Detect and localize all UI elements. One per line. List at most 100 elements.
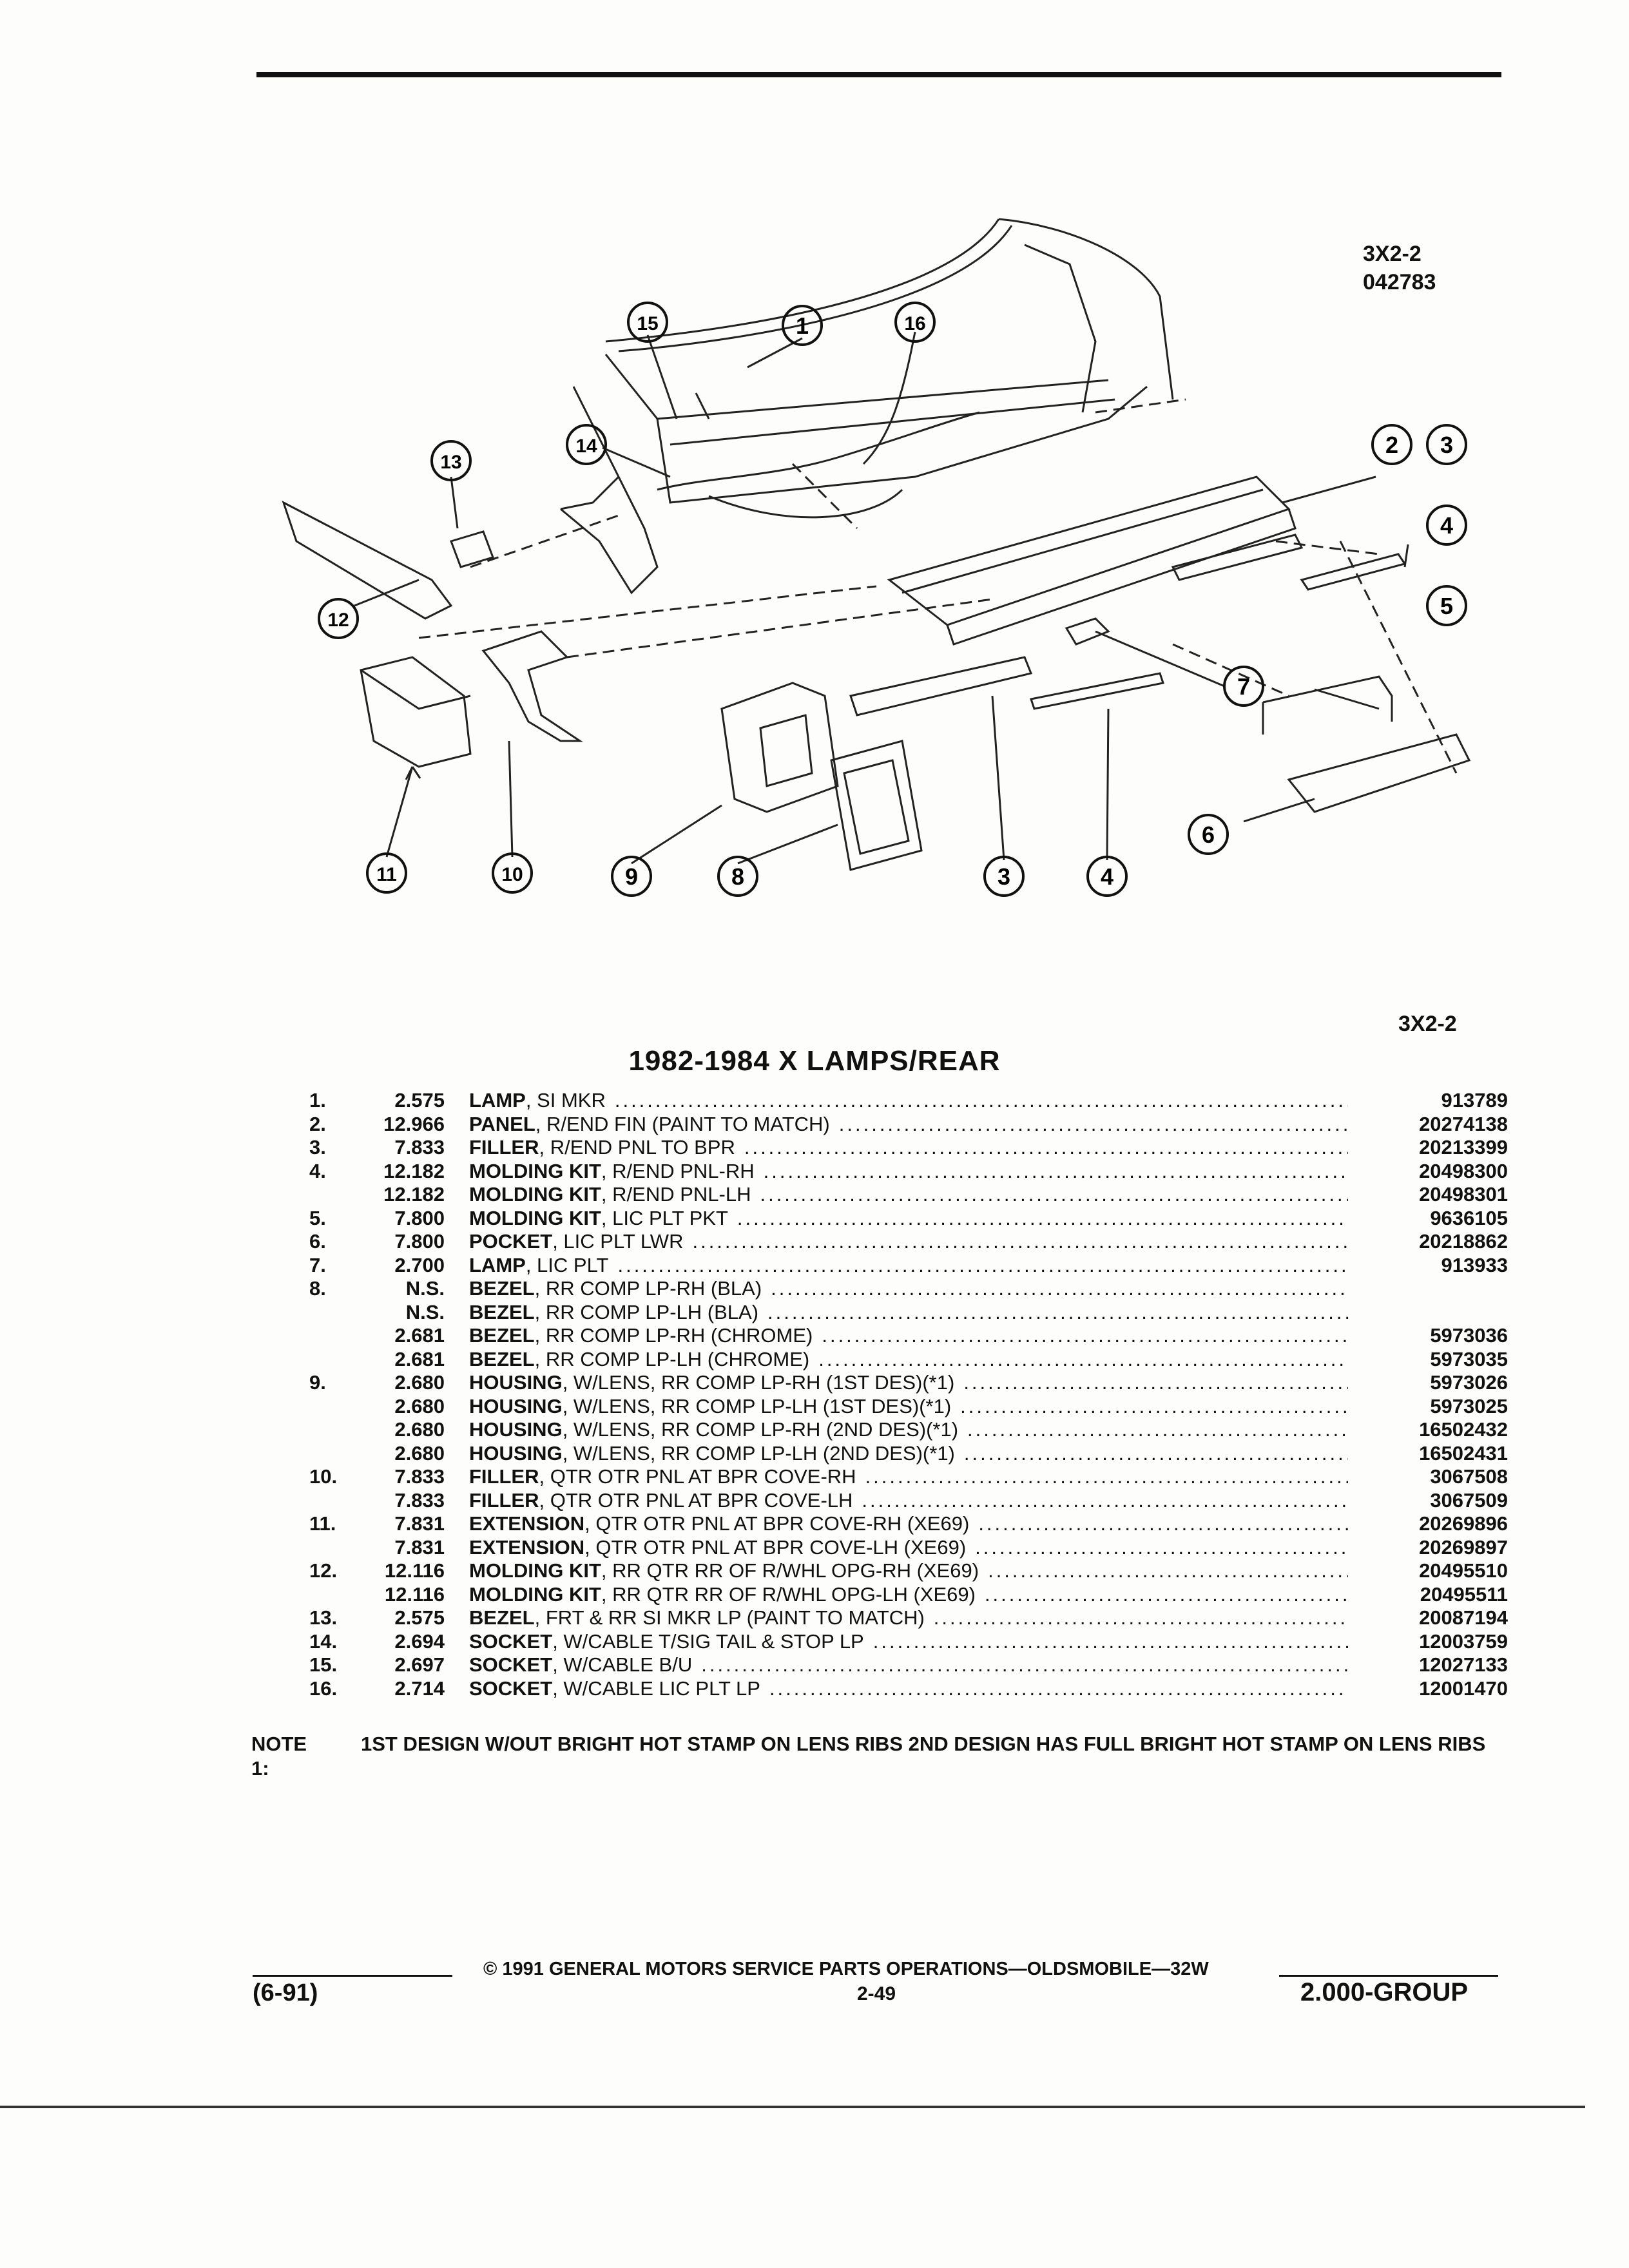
part-description: MOLDING KIT, R/END PNL-LH...............… (469, 1183, 1360, 1206)
dot-leader: ........................................… (963, 1441, 1348, 1465)
part-number: 913933 (1441, 1253, 1508, 1276)
callout-5: 5 (1426, 585, 1467, 626)
part-name: POCKET (469, 1230, 553, 1253)
part-detail: , LIC PLT LWR (552, 1230, 684, 1253)
part-number: 20498300 (1419, 1159, 1508, 1182)
part-ref-number: 2. (309, 1112, 326, 1135)
callout-15: 15 (627, 302, 668, 343)
part-description: BEZEL, RR COMP LP-LH (CHROME)...........… (469, 1348, 1360, 1371)
callout-6-label: 6 (1202, 822, 1215, 848)
part-description: MOLDING KIT, RR QTR RR OF R/WHL OPG-RH (… (469, 1559, 1360, 1582)
part-number: 3067509 (1430, 1488, 1508, 1512)
callout-markers: 1 2 3 4 5 6 7 8 9 10 11 12 13 14 15 16 3… (318, 302, 1467, 897)
part-name: HOUSING (469, 1371, 563, 1394)
part-number: 913789 (1441, 1089, 1508, 1111)
part-name: BEZEL (469, 1277, 535, 1300)
part-ref-number: 9. (309, 1371, 326, 1394)
part-number: 5973026 (1430, 1371, 1508, 1394)
callout-1: 1 (782, 305, 823, 346)
part-number: 12003759 (1419, 1629, 1508, 1653)
footer-rule-right (1279, 1975, 1498, 1977)
part-description: LAMP, LIC PLT...........................… (469, 1254, 1360, 1277)
callout-8-label: 8 (731, 863, 744, 890)
illustration-code: 3X2-2 (1363, 242, 1422, 266)
dot-leader: ........................................… (701, 1653, 1348, 1676)
dot-leader: ........................................… (617, 1253, 1348, 1276)
part-description: EXTENSION, QTR OTR PNL AT BPR COVE-RH (X… (469, 1512, 1360, 1535)
part-number: 5973025 (1430, 1394, 1508, 1418)
dot-leader: ........................................… (692, 1230, 1348, 1253)
part-detail: , RR QTR RR OF R/WHL OPG-LH (XE69) (601, 1582, 976, 1606)
callout-3-lower-label: 3 (998, 863, 1010, 890)
callout-5-label: 5 (1440, 593, 1453, 619)
part-detail: , W/LENS, RR COMP LP-LH (2ND DES)(*1) (562, 1441, 955, 1465)
callout-2: 2 (1371, 424, 1412, 465)
part-name: LAMP (469, 1253, 526, 1276)
part-unit-code: 7.800 (394, 1230, 445, 1253)
callout-9: 9 (611, 856, 652, 897)
dot-leader: ........................................… (763, 1159, 1348, 1182)
part-unit-code: N.S. (405, 1300, 445, 1323)
part-unit-code: 2.575 (394, 1606, 445, 1629)
illustration-code-block: 3X2-2 042783 (1363, 240, 1436, 296)
dot-leader: ........................................… (769, 1677, 1348, 1700)
dot-leader: ........................................… (838, 1112, 1348, 1135)
part-description: SOCKET, W/CABLE T/SIG TAIL & STOP LP....… (469, 1630, 1360, 1653)
part-detail: , RR COMP LP-LH (CHROME) (534, 1347, 810, 1370)
callout-12: 12 (318, 598, 359, 639)
part-ref-number: 14. (309, 1629, 338, 1653)
part-unit-code: 2.681 (394, 1347, 445, 1370)
callout-13-label: 13 (440, 452, 461, 473)
part-name: SOCKET (469, 1629, 553, 1653)
callout-13: 13 (430, 440, 472, 481)
callout-10: 10 (492, 852, 533, 894)
part-number: 20274138 (1419, 1112, 1508, 1135)
part-description: BEZEL, RR COMP LP-RH (BLA)..............… (469, 1277, 1360, 1300)
exploded-parts-diagram: 1 2 3 4 5 6 7 8 9 10 11 12 13 14 15 16 3… (282, 218, 1471, 897)
copyright: © 1991 GENERAL MOTORS SERVICE PARTS OPER… (483, 1959, 1209, 1979)
part-name: EXTENSION (469, 1535, 585, 1559)
callout-12-label: 12 (327, 610, 349, 631)
section-code: 3X2-2 (1398, 1012, 1457, 1036)
dot-leader: ........................................… (967, 1418, 1348, 1441)
part-ref-number: 5. (309, 1206, 326, 1229)
part-ref-number: 12. (309, 1559, 338, 1582)
part-name: HOUSING (469, 1441, 563, 1465)
part-detail: , W/LENS, RR COMP LP-RH (2ND DES)(*1) (562, 1418, 959, 1441)
callout-4: 4 (1426, 505, 1467, 546)
part-detail: , QTR OTR PNL AT BPR COVE-LH (539, 1488, 853, 1512)
callout-3-lower: 3 (983, 856, 1025, 897)
callout-6: 6 (1188, 814, 1229, 855)
callout-11: 11 (366, 852, 407, 894)
part-description: SOCKET, W/CABLE LIC PLT LP..............… (469, 1677, 1360, 1700)
dot-leader: ........................................… (818, 1347, 1348, 1370)
part-description: HOUSING, W/LENS, RR COMP LP-LH (2ND DES)… (469, 1442, 1360, 1465)
callout-4-lower: 4 (1086, 856, 1128, 897)
dot-leader: ........................................… (978, 1512, 1348, 1535)
part-description: FILLER, QTR OTR PNL AT BPR COVE-LH......… (469, 1489, 1360, 1512)
part-detail: , FRT & RR SI MKR LP (PAINT TO MATCH) (534, 1606, 925, 1629)
part-detail: , R/END PNL-RH (601, 1159, 755, 1182)
callout-14: 14 (566, 424, 607, 465)
part-ref-number: 16. (309, 1677, 338, 1700)
footer-rule-left (253, 1975, 452, 1977)
callout-16: 16 (894, 302, 936, 343)
part-ref-number: 8. (309, 1277, 326, 1300)
part-name: MOLDING KIT (469, 1582, 601, 1606)
part-detail: , QTR OTR PNL AT BPR COVE-RH (XE69) (584, 1512, 970, 1535)
part-ref-number: 7. (309, 1253, 326, 1276)
page-number: 2-49 (857, 1983, 896, 2004)
part-name: SOCKET (469, 1653, 553, 1676)
part-name: LAMP (469, 1089, 526, 1111)
part-number: 16502432 (1419, 1418, 1508, 1441)
part-name: FILLER (469, 1136, 539, 1158)
